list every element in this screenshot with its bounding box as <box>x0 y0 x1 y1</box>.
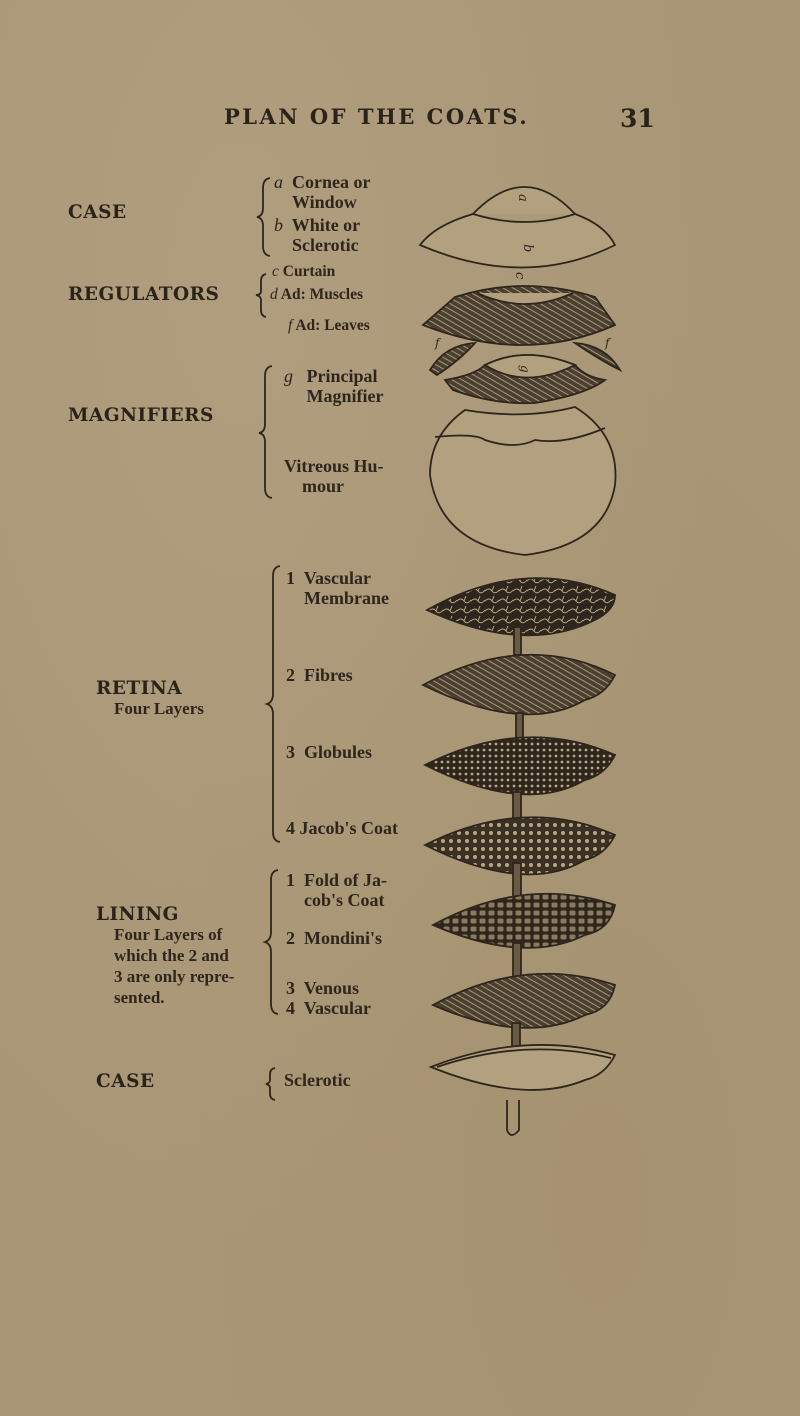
brace-lining <box>262 869 279 1015</box>
lining-sublabel: Four Layers of which the 2 and 3 are onl… <box>114 925 235 1007</box>
retina-layer-2: 2 Fibres <box>286 665 353 685</box>
svg-text:f: f <box>434 336 442 350</box>
section-label-case-bottom: CASE <box>96 1071 155 1092</box>
retina-layer-1: 1 Vascular Membrane <box>286 568 389 608</box>
retina-sublabel: Four Layers <box>114 699 204 718</box>
magnifiers-item-vitreous: Vitreous Hu- mour <box>284 456 384 496</box>
regulators-item-d: d Ad: Muscles <box>270 286 364 303</box>
lining-layer-4: 4 Vascular <box>286 998 372 1018</box>
magnifiers-item-g: g Principal Magnifier <box>284 366 384 406</box>
svg-text:c: c <box>512 272 527 280</box>
eye-coats-diagram: a b c f f g <box>418 186 623 1136</box>
lining-layer-1: 1 Fold of Ja- cob's Coat <box>286 870 387 910</box>
running-header: PLAN OF THE COATS. <box>224 104 530 129</box>
svg-text:g: g <box>518 365 532 373</box>
section-label-magnifiers: MAGNIFIERS <box>68 405 214 426</box>
brace-case-bottom <box>265 1067 276 1101</box>
brace-regulators <box>255 273 267 318</box>
brace-retina <box>264 565 281 843</box>
svg-text:f: f <box>604 336 612 350</box>
svg-text:a: a <box>515 194 530 202</box>
item-letter: a <box>274 172 283 192</box>
brace-magnifiers <box>258 365 273 499</box>
svg-text:b: b <box>520 244 535 252</box>
regulators-item-f: f Ad: Leaves <box>288 317 370 334</box>
case-bottom-item-sclerotic: Sclerotic <box>284 1070 351 1090</box>
lining-layer-3: 3 Venous <box>286 978 360 998</box>
item-letter: b <box>274 215 283 235</box>
case-item-b: b White or Sclerotic <box>274 215 361 255</box>
section-label-case: CASE <box>68 202 127 223</box>
case-item-a: a Cornea or Window <box>274 172 371 212</box>
regulators-item-c: c Curtain <box>272 263 336 280</box>
brace-case <box>256 177 271 257</box>
retina-layer-4: 4 Jacob's Coat <box>286 818 398 838</box>
retina-layer-3: 3 Globules <box>286 742 373 762</box>
section-label-retina: RETINA <box>96 678 183 699</box>
section-label-regulators: REGULATORS <box>68 284 220 305</box>
section-label-lining: LINING <box>96 904 179 925</box>
lining-layer-2: 2 Mondini's <box>286 928 383 948</box>
page-number: 31 <box>620 104 655 133</box>
